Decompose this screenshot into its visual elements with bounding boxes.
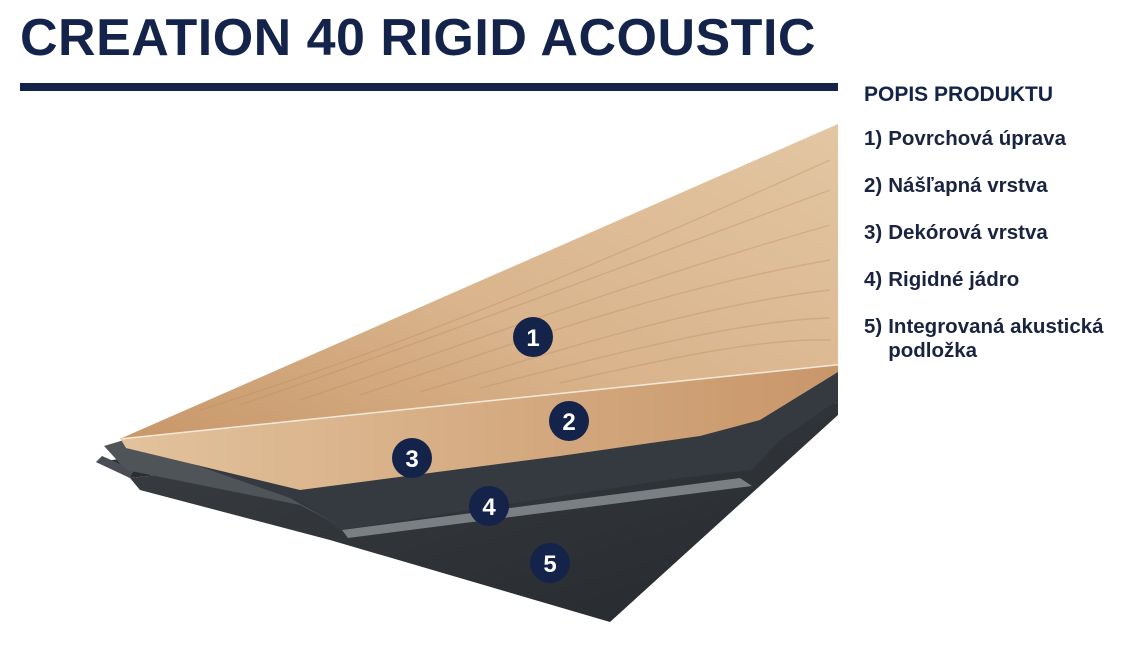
badge-1: 1	[513, 317, 553, 357]
legend-item: 4) Rigidné jádro	[864, 268, 1119, 292]
badge-2: 2	[549, 401, 589, 441]
svg-text:4: 4	[482, 494, 496, 521]
legend-item-label: Integrovaná akustická podložka	[888, 315, 1104, 362]
base-edge-top	[96, 456, 134, 478]
legend-item: 2) Nášľapná vrstva	[864, 174, 1119, 198]
badge-3: 3	[392, 438, 432, 478]
svg-text:2: 2	[562, 409, 575, 436]
legend-item: 5) Integrovaná akustická podložka	[864, 315, 1119, 363]
legend-item-label: Nášľapná vrstva	[888, 174, 1048, 197]
rigid-core-stripe	[342, 478, 752, 538]
legend-heading: POPIS PRODUKTU	[864, 83, 1054, 106]
surface-layer	[122, 124, 838, 438]
legend-item-label: Dekórová vrstva	[888, 221, 1048, 244]
legend-item: 1) Povrchová úprava	[864, 127, 1119, 151]
badge-4: 4	[469, 486, 509, 526]
wood-grain	[199, 159, 831, 411]
badge-5: 5	[530, 543, 570, 583]
legend-item-number: 3)	[864, 221, 883, 244]
legend-item-number: 4)	[864, 268, 883, 291]
legend-list: 1) Povrchová úprava 2) Nášľapná vrstva 3…	[864, 127, 1119, 363]
decor-layer	[120, 360, 838, 490]
legend-item-label: Povrchová úprava	[888, 127, 1066, 150]
floor-layer-diagram: 1 2 3 4 5	[96, 124, 838, 622]
legend-item-label: Rigidné jádro	[888, 268, 1020, 291]
legend-item: 3) Dekórová vrstva	[864, 221, 1119, 245]
svg-text:3: 3	[405, 446, 418, 473]
product-title: CREATION 40 RIGID ACOUSTIC	[20, 9, 816, 67]
svg-text:5: 5	[543, 551, 556, 578]
rigid-core-edge	[104, 440, 340, 526]
svg-text:1: 1	[526, 325, 539, 352]
legend-item-number: 5)	[864, 315, 883, 338]
legend-item-number: 2)	[864, 174, 883, 197]
title-underline	[20, 83, 838, 91]
product-description: POPIS PRODUKTU 1) Povrchová úprava 2) Ná…	[864, 82, 1119, 386]
legend-item-number: 1)	[864, 127, 883, 150]
